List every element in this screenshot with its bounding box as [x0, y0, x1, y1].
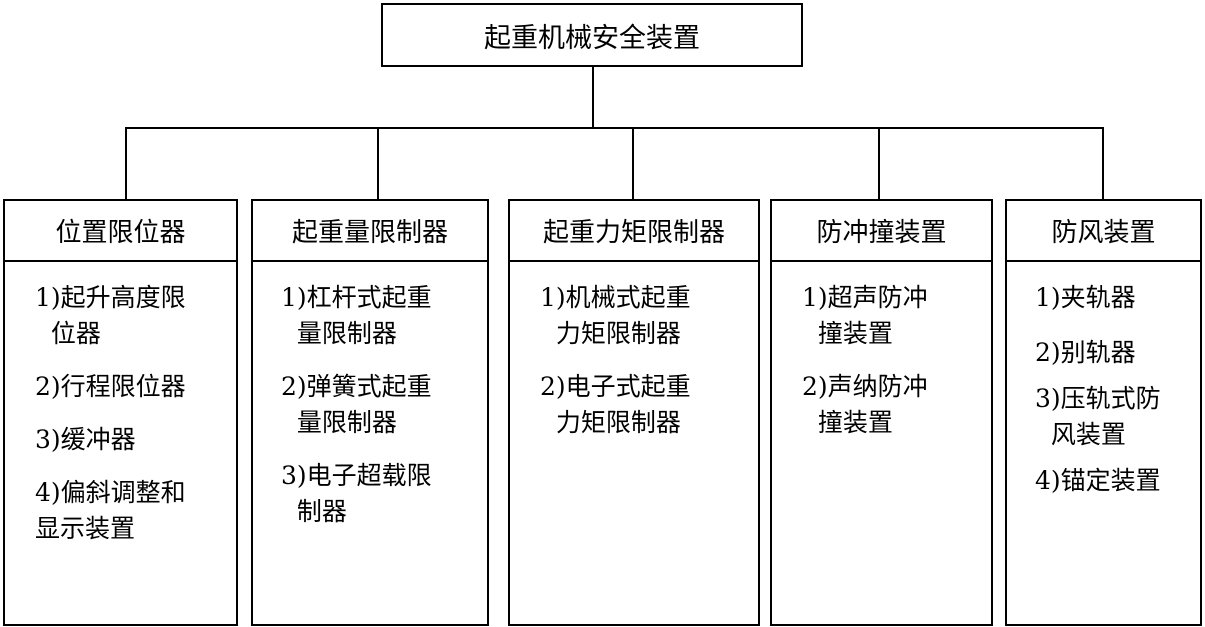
category-position-limiter: 位置限位器 1)起升高度限 位器 2)行程限位器 3)缓冲器 4)偏斜调整和 显… — [3, 199, 238, 626]
list-item: 2)别轨器 — [1035, 338, 1136, 367]
category-anti-collision: 防冲撞装置 1)超声防冲 撞装置 2)声纳防冲 撞装置 — [770, 199, 993, 626]
category-title: 起重力矩限制器 — [510, 201, 758, 262]
list-item: 1)机械式起重 力矩限制器 — [540, 283, 691, 348]
list-item: 2)声纳防冲 撞装置 — [802, 372, 928, 437]
category-load-limiter: 起重量限制器 1)杠杆式起重 量限制器 2)弹簧式起重 量限制器 3)电子超载限… — [251, 199, 489, 626]
branch-connector-5 — [1102, 127, 1104, 199]
list-item: 2)行程限位器 — [35, 372, 186, 401]
branch-connector-1 — [125, 127, 127, 199]
list-item: 3)缓冲器 — [35, 425, 136, 454]
category-title: 起重量限制器 — [253, 201, 487, 262]
list-item: 3)电子超载限 制器 — [281, 461, 432, 526]
list-item: 1)起升高度限 位器 — [35, 283, 186, 348]
list-item: 4)偏斜调整和 显示装置 — [35, 478, 186, 543]
category-title: 位置限位器 — [5, 201, 236, 262]
category-title: 防冲撞装置 — [772, 201, 991, 262]
branch-connector-4 — [878, 127, 880, 199]
list-item: 1)夹轨器 — [1035, 283, 1136, 312]
root-label: 起重机械安全装置 — [484, 22, 700, 54]
list-item: 4)锚定装置 — [1035, 466, 1161, 495]
category-moment-limiter: 起重力矩限制器 1)机械式起重 力矩限制器 2)电子式起重 力矩限制器 — [508, 199, 760, 626]
list-item: 2)电子式起重 力矩限制器 — [540, 372, 691, 437]
category-wind-protection: 防风装置 1)夹轨器 2)别轨器 3)压轨式防 风装置 4)锚定装置 — [1005, 199, 1202, 626]
list-item: 1)超声防冲 撞装置 — [802, 283, 928, 348]
branch-bar — [125, 127, 1104, 129]
list-item: 1)杠杆式起重 量限制器 — [281, 283, 432, 348]
root-node: 起重机械安全装置 — [381, 3, 803, 67]
list-item: 2)弹簧式起重 量限制器 — [281, 372, 432, 437]
root-connector — [592, 67, 594, 128]
category-title: 防风装置 — [1007, 201, 1200, 262]
branch-connector-3 — [632, 127, 634, 199]
list-item: 3)压轨式防 风装置 — [1035, 384, 1161, 449]
branch-connector-2 — [377, 127, 379, 199]
